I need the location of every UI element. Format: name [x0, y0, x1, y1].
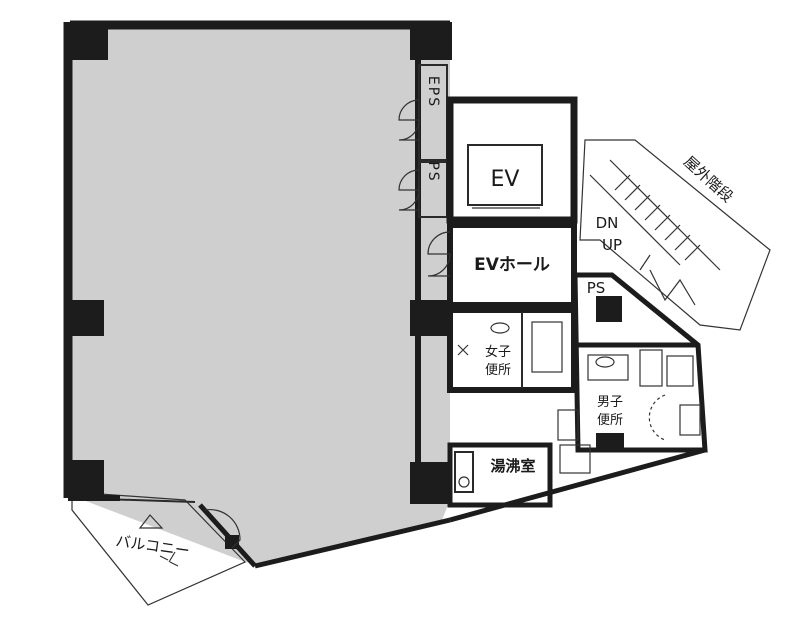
label-outdoor-stairs: 屋外階段: [680, 153, 737, 207]
pillars: [64, 22, 624, 549]
label-ps-shaft: PS: [425, 161, 441, 182]
label-kitchenette: 湯沸室: [490, 457, 535, 475]
outdoor-staircase: [579, 139, 771, 331]
label-mens-restroom-1: 男子: [597, 395, 623, 410]
label-dn: DN: [596, 214, 619, 232]
label-ev-hall: EVホール: [474, 255, 550, 275]
office-floor: [70, 25, 450, 565]
label-womens-restroom-2: 便所: [485, 363, 511, 378]
balcony-door: [204, 508, 241, 549]
label-up: UP: [602, 236, 622, 254]
right-core: [557, 272, 708, 474]
core-block: [427, 96, 578, 508]
label-ev: EV: [491, 167, 520, 192]
label-ps-right: PS: [587, 279, 606, 297]
label-mens-restroom-2: 便所: [597, 413, 623, 428]
label-womens-restroom-1: 女子: [485, 344, 511, 360]
label-eps: EPS: [425, 76, 441, 108]
